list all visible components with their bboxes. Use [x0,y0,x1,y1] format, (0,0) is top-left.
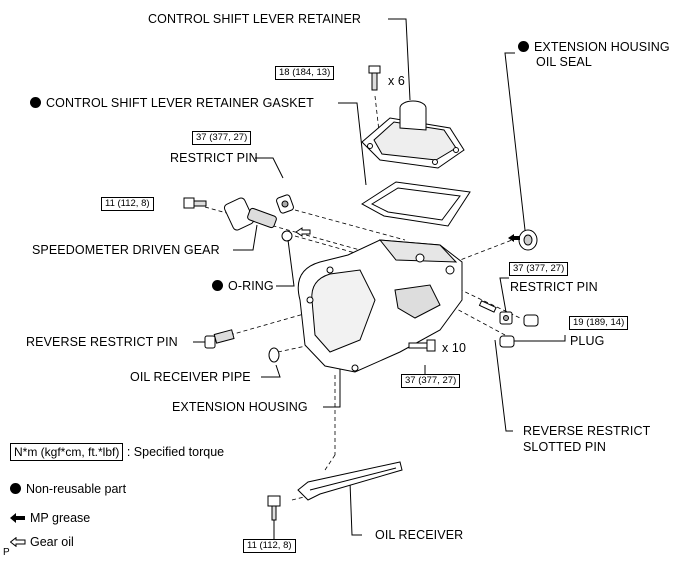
legend-gear-oil: Gear oil [10,535,74,549]
legend-mp-grease: MP grease [10,511,90,525]
leader-oring [276,239,295,287]
torque-box-retainer: 18 (184, 13) [275,66,335,80]
oil-receiver-bolt [267,495,281,521]
label-extension-housing-oil-seal: EXTENSION HOUSING [518,40,670,54]
oil-receiver-pipe-shape [268,347,280,363]
label-oil-receiver: OIL RECEIVER [375,528,464,542]
mp-grease-icon [10,513,25,523]
torque-box-restrict-pin-right: 37 (377, 27) [509,262,569,276]
oil-receiver-shape [297,461,403,501]
torque-box-oil-receiver: 11 (112, 8) [243,539,296,553]
slotted-pin-shape [478,300,497,313]
legend-gear-oil-text: Gear oil [30,535,74,549]
mp-grease-arrow [508,234,520,242]
extension-housing-shape [297,239,463,373]
speedometer-gear [223,197,277,231]
qty-retainer-bolts: x 6 [388,74,405,88]
label-reverse-restrict-slotted-pin-2: SLOTTED PIN [523,440,607,454]
leader-restrict-pin-left [255,157,284,179]
leader-oil-receiver [349,481,362,536]
label-plug: PLUG [570,334,605,348]
oil-seal [518,229,538,251]
legend-torque-box: N*m (kgf*cm, ft.*lbf) [10,443,124,461]
legend-torque: N*m (kgf*cm, ft.*lbf) : Specified torque [10,443,225,461]
label-oil-seal-line2: OIL SEAL [536,55,592,69]
torque-box-speedometer: 11 (112, 8) [101,197,154,211]
leader-plug [513,335,566,342]
housing-bolt [408,339,436,352]
label-restrict-pin-right: RESTRICT PIN [510,280,598,294]
label-retainer-gasket: CONTROL SHIFT LEVER RETAINER GASKET [30,96,314,110]
o-ring [281,230,293,242]
label-extension-housing: EXTENSION HOUSING [172,400,308,414]
non-reusable-icon [30,97,41,108]
page-marker: P [3,547,10,558]
label-reverse-restrict-slotted-pin-1: REVERSE RESTRICT [523,424,651,438]
leader-slotted-pin [494,339,513,432]
retainer-shape [361,100,465,169]
non-reusable-icon [212,280,223,291]
label-oil-seal-line1: EXTENSION HOUSING [534,40,670,54]
leader-retainer [388,18,411,101]
label-o-ring: O-RING [212,279,274,293]
torque-box-housing: 37 (377, 27) [401,374,461,388]
gear-oil-arrow [295,227,311,237]
leader-gasket [338,102,367,186]
non-reusable-icon [518,41,529,52]
legend-non-reusable: Non-reusable part [10,482,126,496]
label-restrict-pin-left: RESTRICT PIN [170,151,258,165]
label-reverse-restrict-pin: REVERSE RESTRICT PIN [26,335,178,349]
speedo-bolt [183,197,207,209]
torque-box-plug: 19 (189, 14) [569,316,629,330]
leader-housing [323,365,341,408]
plug-part [499,314,539,348]
legend-non-reusable-text: Non-reusable part [26,482,127,496]
reverse-restrict-pin-shape [204,329,235,349]
leader-oil-pipe [261,364,281,378]
retainer-bolt [368,65,381,91]
label-retainer-gasket-text: CONTROL SHIFT LEVER RETAINER GASKET [46,96,314,110]
gasket-shape [361,181,471,227]
torque-box-restrict-pin-left: 37 (377, 27) [192,131,252,145]
gear-oil-icon [10,537,26,547]
label-oil-receiver-pipe: OIL RECEIVER PIPE [130,370,251,384]
leader-restrict-pin-right [499,277,509,313]
label-speedometer-driven-gear: SPEEDOMETER DRIVEN GEAR [32,243,220,257]
legend-mp-grease-text: MP grease [30,511,91,525]
qty-housing-bolts: x 10 [442,341,467,355]
leader-seal [504,52,526,231]
label-control-shift-lever-retainer: CONTROL SHIFT LEVER RETAINER [148,12,362,26]
restrict-pin-right [499,311,513,325]
non-reusable-icon [10,483,21,494]
leader-speedo [233,224,258,251]
legend-torque-text: : Specified torque [126,445,225,459]
label-o-ring-text: O-RING [228,279,274,293]
restrict-pin-left [276,194,294,214]
